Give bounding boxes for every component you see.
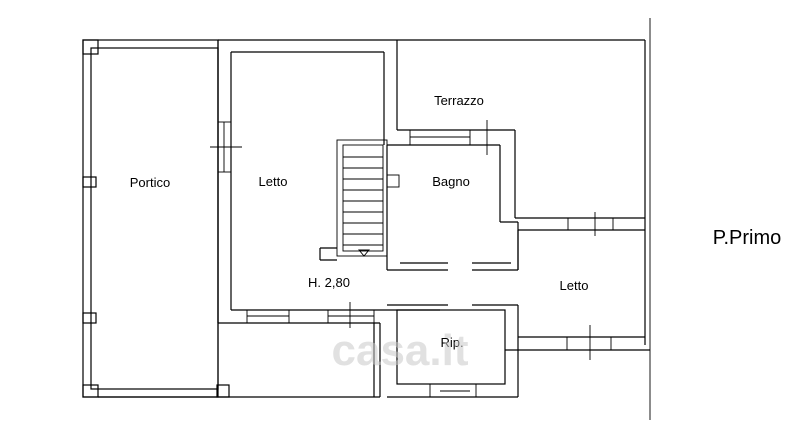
- watermark: casa.it: [332, 326, 469, 375]
- room-label-ripostiglio: Rip.: [440, 335, 463, 350]
- ceiling-height-note: H. 2,80: [308, 275, 350, 290]
- staircase: [319, 139, 388, 261]
- ripostiglio-walls: [387, 304, 518, 398]
- room-label-letto-2: Letto: [560, 278, 589, 293]
- room-label-portico: Portico: [130, 175, 170, 190]
- letto-1-door: [246, 302, 375, 328]
- room-label-terrazzo: Terrazzo: [434, 93, 484, 108]
- room-label-letto-1: Letto: [259, 174, 288, 189]
- portico-walls: [82, 39, 230, 398]
- room-label-bagno: Bagno: [432, 174, 470, 189]
- bagno-walls: [386, 120, 519, 271]
- floor-title: P.Primo: [713, 227, 782, 249]
- terrazzo-walls: [397, 39, 646, 345]
- letto-2-walls: [472, 230, 650, 397]
